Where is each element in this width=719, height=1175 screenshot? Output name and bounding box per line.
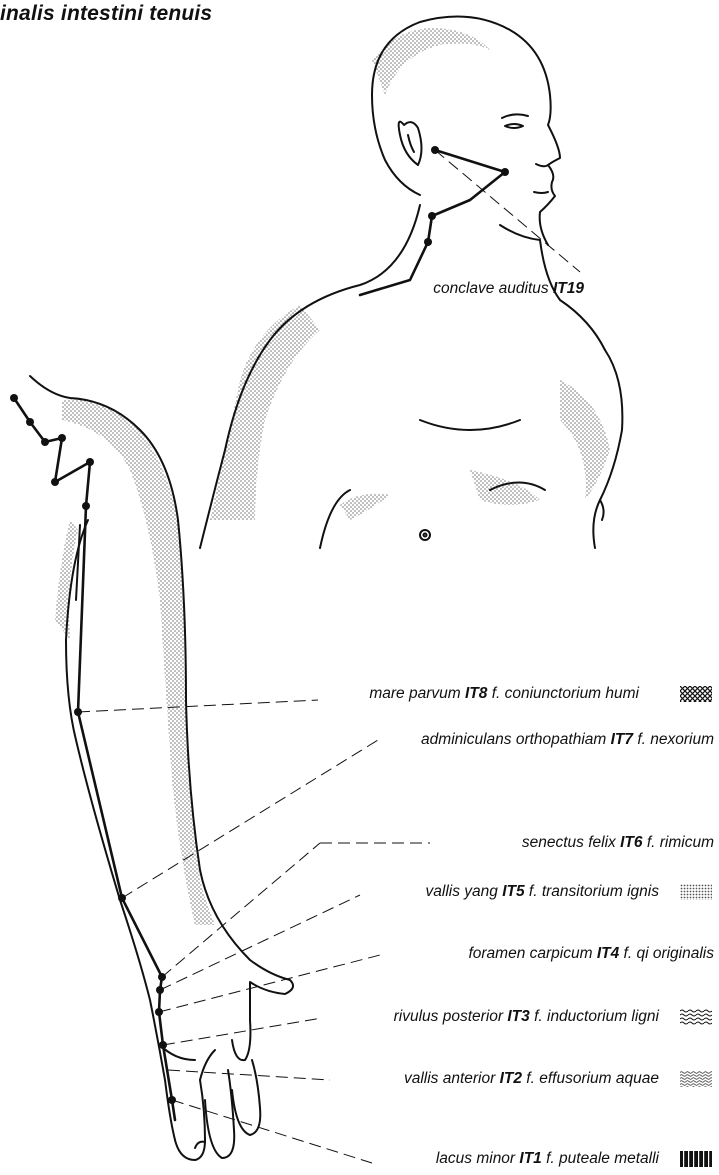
label-IT5: vallis yang IT5 f. transitorium ignis — [426, 883, 659, 901]
point-function: f. puteale metalli — [546, 1150, 659, 1167]
pattern-swatch-dots — [680, 884, 712, 900]
meridian-line — [14, 150, 505, 1120]
point-code: IT7 — [611, 731, 633, 748]
label-IT4: foramen carpicum IT4 f. qi originalis — [468, 945, 714, 963]
label-IT8: mare parvum IT8 f. coniunctorium humi — [369, 685, 639, 703]
page-title: inalis intestini tenuis — [0, 2, 212, 26]
point-code: IT1 — [519, 1150, 541, 1167]
point-function: f. rimicum — [647, 834, 714, 851]
label-IT3: rivulus posterior IT3 f. inductorium lig… — [394, 1008, 659, 1026]
point-code: IT3 — [507, 1008, 529, 1025]
label-IT2: vallis anterior IT2 f. effusorium aquae — [404, 1070, 659, 1088]
point-name: mare parvum — [369, 685, 460, 702]
point-function: f. transitorium ignis — [529, 883, 659, 900]
point-function: f. nexorium — [637, 731, 714, 748]
label-IT19: conclave auditus IT19 — [433, 280, 584, 298]
point-name: conclave auditus — [433, 280, 548, 297]
point-code: IT4 — [597, 945, 619, 962]
point-name: lacus minor — [436, 1150, 515, 1167]
point-function: f. qi originalis — [624, 945, 714, 962]
pattern-swatch-waves — [680, 1071, 712, 1087]
point-code: IT19 — [553, 280, 584, 297]
pattern-swatch-crosshatch — [680, 686, 712, 702]
point-code: IT5 — [502, 883, 524, 900]
point-name: vallis anterior — [404, 1070, 495, 1087]
point-name: rivulus posterior — [394, 1008, 503, 1025]
label-IT7: adminiculans orthopathiam IT7 f. nexoriu… — [421, 731, 714, 749]
point-code: IT6 — [620, 834, 642, 851]
point-function: f. inductorium ligni — [534, 1008, 659, 1025]
pattern-swatch-wood — [680, 1009, 712, 1025]
pattern-swatch-bars — [680, 1151, 712, 1167]
point-name: senectus felix — [522, 834, 616, 851]
point-function: f. coniunctorium humi — [492, 685, 639, 702]
label-IT1: lacus minor IT1 f. puteale metalli — [436, 1150, 659, 1168]
label-IT6: senectus felix IT6 f. rimicum — [522, 834, 714, 852]
point-name: vallis yang — [426, 883, 498, 900]
point-function: f. effusorium aquae — [526, 1070, 659, 1087]
point-code: IT2 — [500, 1070, 522, 1087]
point-name: adminiculans orthopathiam — [421, 731, 606, 748]
point-name: foramen carpicum — [468, 945, 592, 962]
point-code: IT8 — [465, 685, 487, 702]
